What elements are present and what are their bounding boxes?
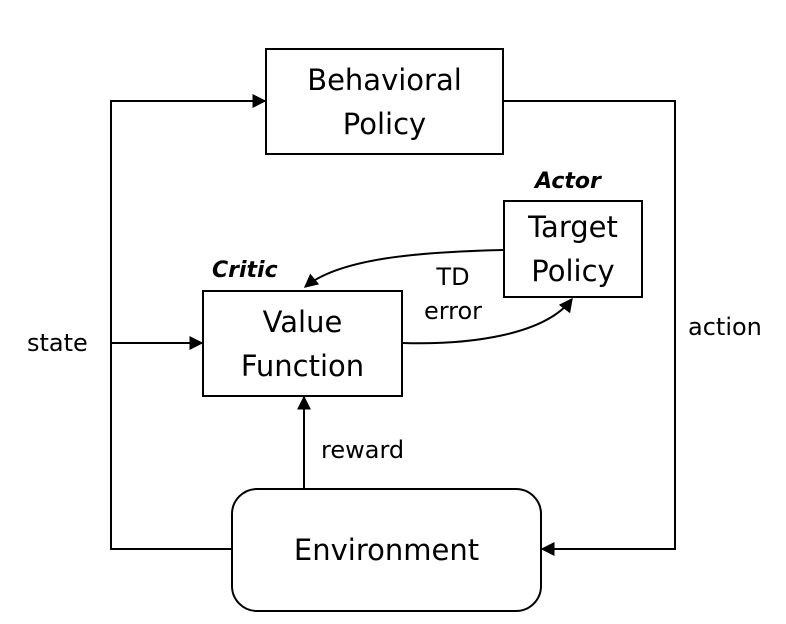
td-error-curve (402, 297, 573, 345)
behavioral-policy-box: Behavioral Policy (265, 48, 504, 155)
state-label: state (27, 329, 88, 357)
environment-box: Environment (231, 488, 542, 612)
value-function-box: Value Function (202, 290, 403, 397)
state-arrow-to-behavioral-policy (110, 94, 267, 550)
policy-to-critic-curve (303, 249, 504, 288)
environment-label: Environment (293, 533, 480, 567)
reward-label: reward (321, 436, 405, 464)
action-label: action (688, 313, 762, 341)
critic-label: Critic (212, 258, 278, 283)
action-arrow (504, 100, 676, 556)
behavioral-policy-label: Behavioral Policy (307, 62, 462, 141)
value-function-label: Value Function (240, 304, 365, 383)
td-error-label: TD error (423, 263, 483, 325)
target-policy-box: Target Policy (503, 200, 643, 298)
target-policy-label: Target Policy (528, 210, 618, 288)
actor-label: Actor (535, 169, 601, 194)
